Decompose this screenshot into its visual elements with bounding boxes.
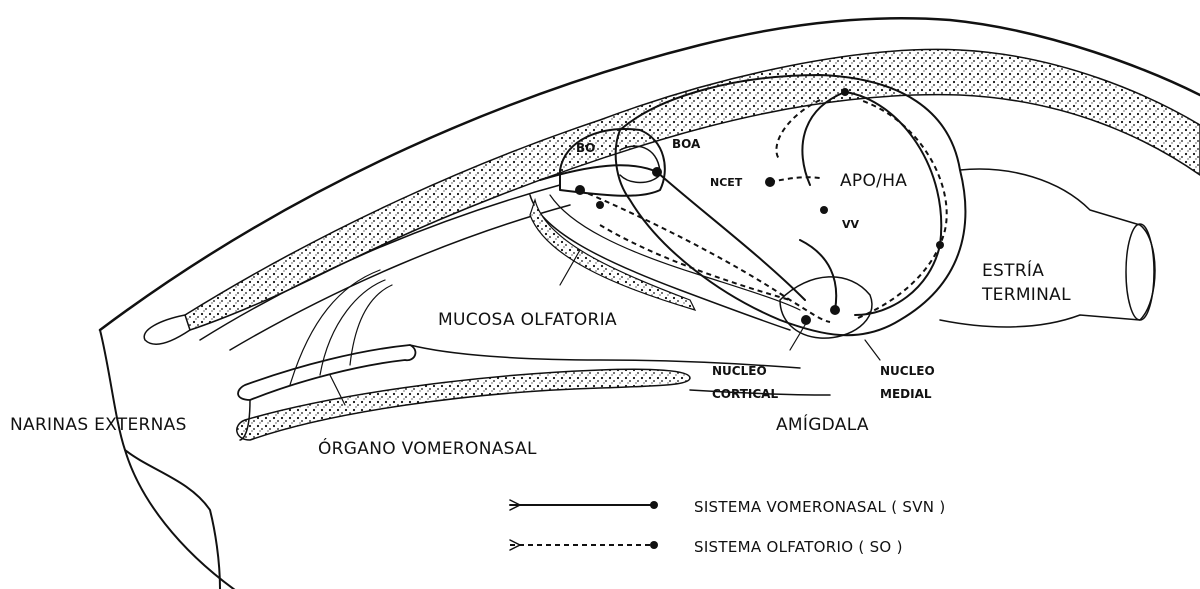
label-mucosa-olfatoria: MUCOSA OLFATORIA: [438, 310, 617, 330]
label-apo-ha: APO/HA: [840, 171, 907, 191]
label-nucleo-medial-1: NUCLEO: [880, 364, 935, 378]
label-vv: VV: [842, 218, 860, 231]
label-bo: BO: [576, 141, 595, 155]
label-nucleo-cortical-2: CORTICAL: [712, 387, 778, 401]
label-ncet: NCET: [710, 176, 743, 189]
legend-so: SISTEMA OLFATORIO ( SO ): [510, 538, 903, 556]
label-narinas-externas: NARINAS EXTERNAS: [10, 415, 187, 435]
legend-svn-label: SISTEMA VOMERONASAL ( SVN ): [694, 498, 946, 516]
labels: NARINAS EXTERNAS ÓRGANO VOMERONASAL MUCO…: [10, 137, 1071, 459]
legend: SISTEMA VOMERONASAL ( SVN ) SISTEMA OLFA…: [510, 498, 946, 556]
legend-so-label: SISTEMA OLFATORIO ( SO ): [694, 538, 903, 556]
label-boa: BOA: [672, 137, 701, 151]
label-terminal: TERMINAL: [981, 285, 1071, 305]
label-nucleo-medial-2: MEDIAL: [880, 387, 932, 401]
label-amigdala: AMÍGDALA: [776, 413, 869, 435]
label-estria: ESTRÍA: [982, 259, 1044, 281]
label-nucleo-cortical-1: NUCLEO: [712, 364, 767, 378]
label-organo-vomeronasal: ÓRGANO VOMERONASAL: [318, 437, 537, 459]
legend-svn: SISTEMA VOMERONASAL ( SVN ): [510, 498, 946, 516]
